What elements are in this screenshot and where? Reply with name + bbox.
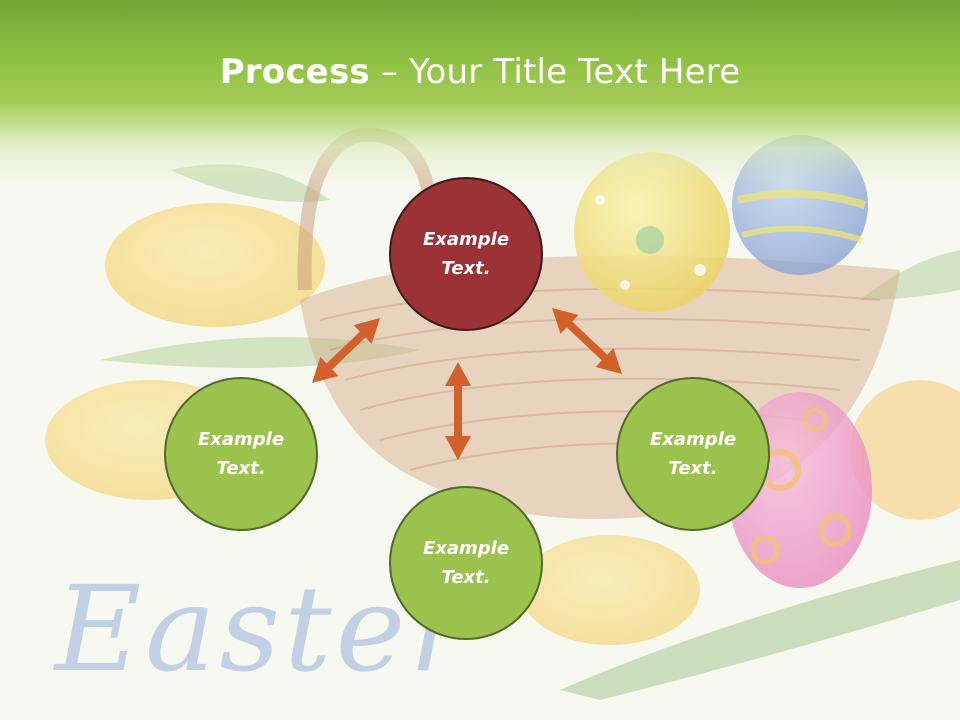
process-node-bottom[interactable]: Example Text. <box>389 486 543 640</box>
node-text: Example Text. <box>633 425 753 483</box>
node-text: Example Text. <box>181 425 301 483</box>
slide-title[interactable]: Process – Your Title Text Here <box>0 52 960 92</box>
node-text-line: Text. <box>441 567 491 588</box>
node-text-line: Example <box>422 538 510 559</box>
node-text-line: Example <box>422 229 510 250</box>
process-node-left[interactable]: Example Text. <box>164 377 318 531</box>
node-text-line: Text. <box>668 458 718 479</box>
arrow-top-left <box>312 318 380 383</box>
process-node-top[interactable]: Example Text. <box>389 177 543 331</box>
process-node-right[interactable]: Example Text. <box>616 377 770 531</box>
node-text-line: Example <box>649 429 737 450</box>
node-text-line: Example <box>197 429 285 450</box>
title-bar <box>0 0 960 185</box>
title-bold-text: Process <box>219 52 370 92</box>
title-rest-text: – Your Title Text Here <box>369 52 741 92</box>
node-text: Example Text. <box>406 534 526 592</box>
arrow-top-right <box>552 308 622 374</box>
node-text: Example Text. <box>406 225 526 283</box>
node-text-line: Text. <box>441 258 491 279</box>
node-text-line: Text. <box>216 458 266 479</box>
arrow-top-bottom <box>445 362 471 460</box>
